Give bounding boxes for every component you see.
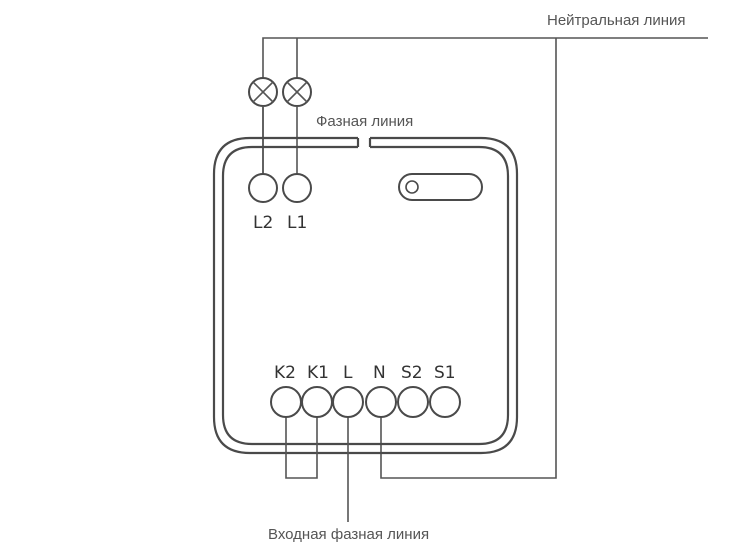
terminal-label: L1 — [287, 213, 307, 233]
terminal-s2 — [397, 386, 429, 418]
bottom-terminal-labels: K2 K1 L N S2 S1 — [274, 363, 456, 383]
bottom-terminals — [270, 386, 461, 418]
terminal-k1 — [301, 386, 333, 418]
lamp-l1 — [282, 77, 312, 107]
indicator-slot — [398, 173, 483, 201]
input-phase-line-label: Входная фазная линия — [268, 526, 429, 543]
terminal-label: K1 — [307, 363, 329, 383]
terminal-s1 — [429, 386, 461, 418]
terminal-l1 — [282, 173, 312, 203]
terminal-label: K2 — [274, 363, 296, 383]
terminal-l — [332, 386, 364, 418]
terminal-label: N — [373, 363, 386, 383]
terminal-l2 — [248, 173, 278, 203]
terminal-label: L — [343, 363, 353, 383]
neutral-line-label: Нейтральная линия — [547, 12, 686, 29]
terminal-n — [365, 386, 397, 418]
terminal-label: L2 — [253, 213, 273, 233]
terminal-label: S2 — [401, 363, 423, 383]
k2-k1-bridge — [285, 402, 318, 479]
terminal-k2 — [270, 386, 302, 418]
lamp-l2 — [248, 77, 278, 107]
device-housing — [212, 136, 519, 455]
terminal-label: S1 — [434, 363, 456, 383]
phase-line-label: Фазная линия — [316, 113, 413, 130]
top-terminals: L2 L1 — [248, 173, 312, 233]
indicator-led — [405, 180, 419, 194]
